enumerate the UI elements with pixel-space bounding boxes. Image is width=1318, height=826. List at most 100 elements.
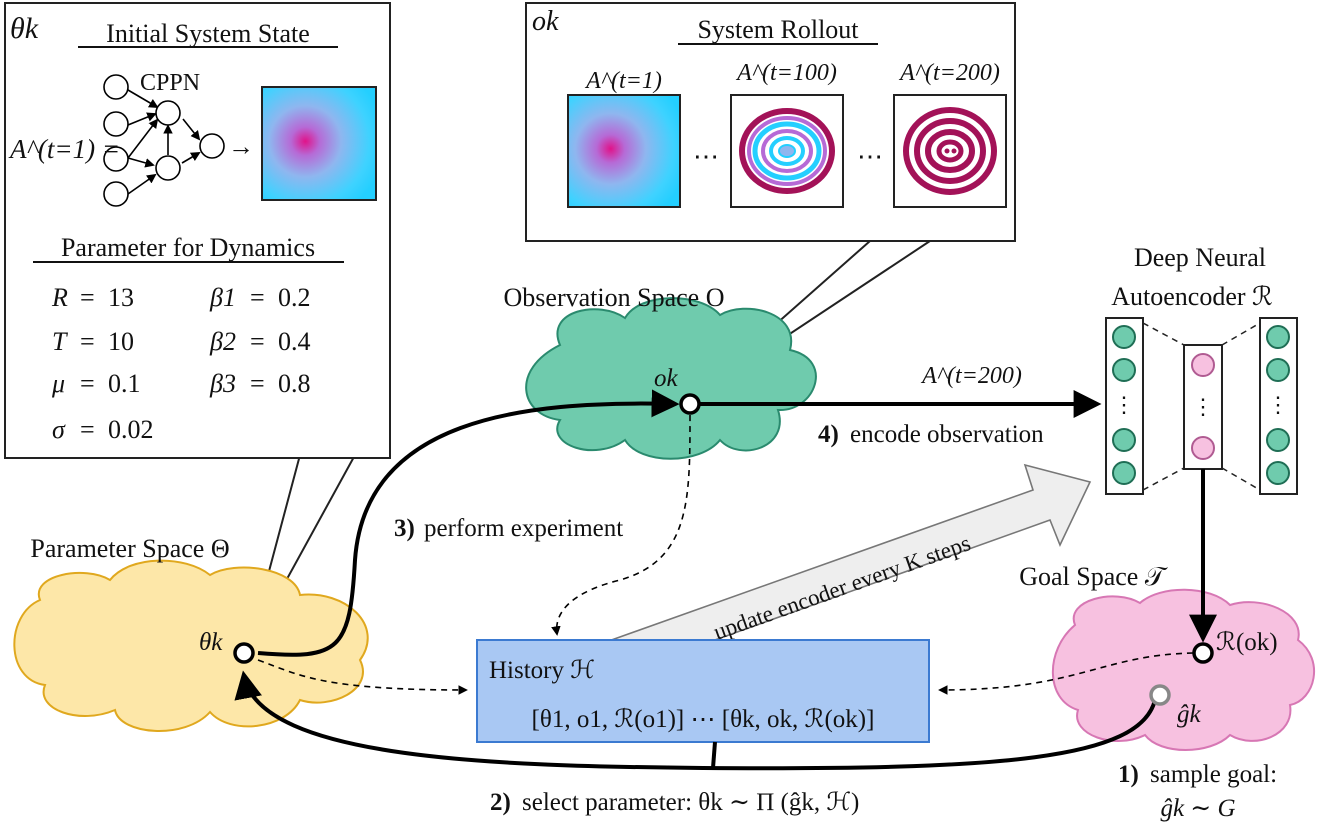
autoencoder-label-1: Deep Neural [1134, 243, 1266, 272]
rollout-frame-1 [567, 94, 681, 208]
parameter-to-history-dashed [257, 659, 468, 695]
frame200-label: A^(t=200) [898, 60, 1000, 86]
goal-to-history-dashed [938, 652, 1194, 695]
cppn-hidden-node [155, 155, 181, 181]
param-b1-name: β1 [209, 283, 236, 312]
ok-node-label: ok [654, 365, 679, 392]
a-t200-label: A^(t=200) [920, 363, 1022, 389]
decoder-node [1266, 428, 1290, 452]
r-ok-node-label: ℛ(ok) [1216, 629, 1278, 656]
output-arrow: → [228, 132, 254, 161]
dynamics-title: Parameter for Dynamics [61, 233, 315, 262]
decoder-vdots: ⋮ [1267, 392, 1289, 417]
observation-space-label: Observation Space O [504, 283, 725, 312]
param-mu-name: μ [51, 369, 65, 398]
connectors [234, 389, 1217, 771]
step1-formula: ĝk ∼ G [1160, 795, 1235, 822]
encoder-node [1112, 461, 1136, 485]
autoencoder: ⋮ ⋮ ⋮ [1105, 317, 1298, 495]
encoder-vdots: ⋮ [1113, 392, 1135, 417]
observation-to-history-dashed [551, 414, 691, 636]
rollout-frame-200 [893, 94, 1007, 208]
goal-space-cloud [1051, 588, 1315, 751]
encoder-node [1112, 358, 1136, 382]
initial-state-title: Initial System State [106, 19, 310, 48]
parameter-space-cloud [13, 559, 369, 732]
latent-node [1191, 353, 1215, 377]
parameter-node [233, 642, 255, 664]
rollout-ellipsis-2: ⋯ [857, 142, 883, 171]
decoder-node [1266, 325, 1290, 349]
history-to-loop-line [711, 741, 717, 769]
param-mu-value: 0.1 [108, 369, 141, 398]
encoder-node [1112, 428, 1136, 452]
parameter-space-label: Parameter Space Θ [30, 534, 229, 563]
param-b1-eq: = [250, 283, 265, 312]
rollout-frame-100 [730, 94, 844, 208]
step1-number: 1) [1118, 761, 1139, 788]
cppn-input-node [103, 111, 129, 137]
step2-text: select parameter: θk ∼ Π (ĝk, ℋ) [522, 789, 859, 816]
perform-experiment-arrow [257, 389, 680, 657]
step3-text: perform experiment [424, 515, 623, 542]
rollout-title: System Rollout [697, 15, 859, 44]
step3-number: 3) [394, 515, 415, 542]
param-b1-value: 0.2 [278, 283, 311, 312]
param-mu-eq: = [80, 369, 95, 398]
cppn-label: CPPN [140, 70, 200, 96]
param-t-eq: = [80, 327, 95, 356]
param-b3-value: 0.8 [278, 369, 311, 398]
g-hat-node-label: ĝk [1177, 701, 1202, 728]
theta-panel-box [4, 2, 391, 459]
latent-vdots: ⋮ [1192, 394, 1214, 419]
param-sigma-name: σ [52, 415, 66, 444]
cppn-hidden-node [155, 100, 181, 126]
observation-node [679, 393, 701, 415]
param-t-name: T [52, 327, 68, 356]
param-b3-name: β3 [209, 369, 236, 398]
dynamics-params: R = 13 β1 = 0.2 T = 10 β2 = 0.4 μ = 0.1 … [51, 283, 311, 444]
rollout-corner-label: ok [532, 6, 559, 37]
frame1-label: A^(t=1) [584, 68, 662, 94]
encoder-node [1112, 325, 1136, 349]
update-encoder-text: update encoder every K steps [710, 530, 974, 644]
param-b2-name: β2 [209, 327, 236, 356]
param-sigma-value: 0.02 [108, 415, 154, 444]
param-b2-eq: = [250, 327, 265, 356]
cppn-input-node [103, 74, 129, 100]
rollout-panel: ok System Rollout A^(t=1) A^(t=100) A^(t… [525, 2, 1016, 242]
frame100-label: A^(t=100) [735, 60, 837, 86]
observation-space-cloud [525, 297, 817, 460]
param-t-value: 10 [108, 327, 134, 356]
theta-node-label: θk [199, 629, 223, 656]
encoded-goal-node [1192, 642, 1214, 664]
goal-space-label: Goal Space 𝒯 [1019, 562, 1168, 591]
cppn-output-node [199, 133, 225, 159]
param-r-value: 13 [108, 283, 134, 312]
rollout-ellipsis-1: ⋯ [693, 142, 719, 171]
param-sigma-eq: = [80, 415, 95, 444]
history-title: History ℋ [489, 657, 595, 684]
param-b2-value: 0.4 [278, 327, 311, 356]
initial-pattern-image [261, 86, 377, 201]
theta-panel: θk Initial System State CPPN A^(t=1) = →… [4, 2, 391, 459]
param-r-eq: = [80, 283, 95, 312]
history-box: History ℋ [θ1, o1, ℛ(o1)] ⋯ [θk, ok, ℛ(o… [476, 639, 930, 743]
step4-text: encode observation [850, 421, 1044, 448]
param-r-name: R [51, 283, 68, 312]
param-b3-eq: = [250, 369, 265, 398]
a-t1-equation: A^(t=1) = [8, 134, 120, 164]
cppn-network [103, 74, 225, 207]
theta-corner-label: θk [10, 12, 39, 45]
autoencoder-label-2: Autoencoder ℛ [1111, 282, 1273, 311]
decoder-node [1266, 358, 1290, 382]
sampled-goal-node [1149, 684, 1171, 706]
latent-node [1191, 436, 1215, 460]
history-entries: [θ1, o1, ℛ(o1)] ⋯ [θk, ok, ℛ(ok)] [532, 706, 875, 733]
cppn-input-node [103, 146, 129, 172]
decoder-node [1266, 461, 1290, 485]
step4-number: 4) [818, 421, 839, 448]
cppn-input-node [103, 181, 129, 207]
